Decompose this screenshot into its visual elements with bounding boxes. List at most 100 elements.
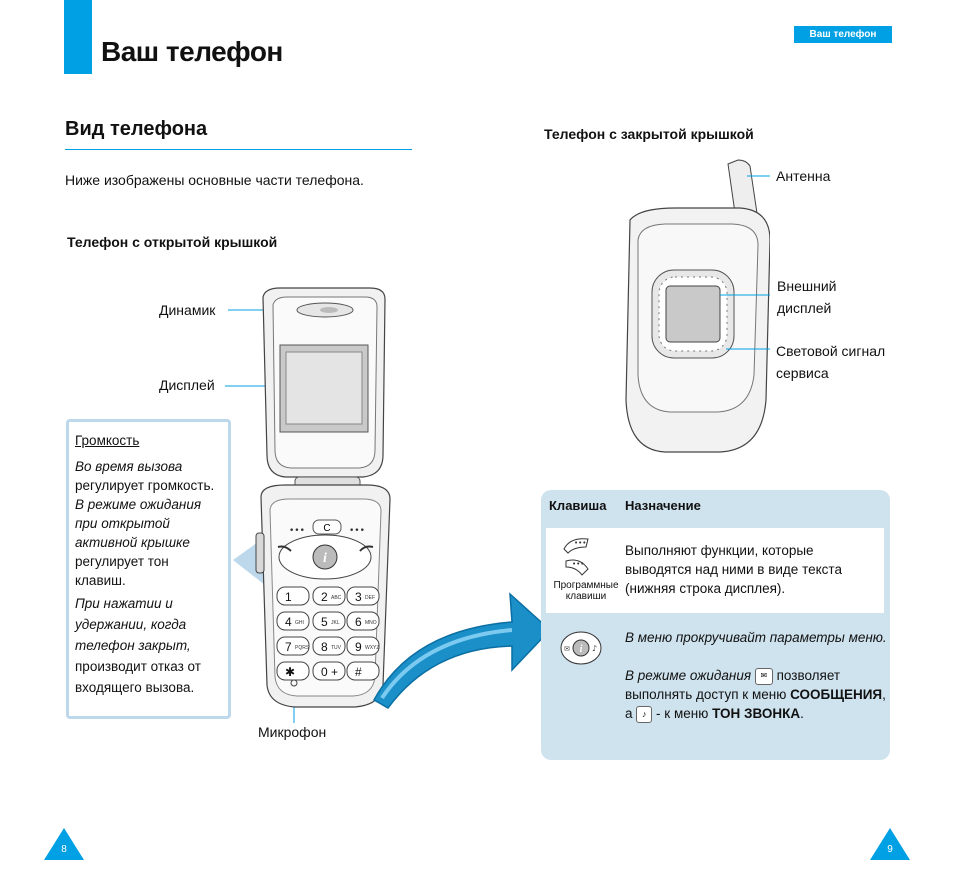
ringtone-key-icon: ♪ [636,705,653,723]
ok-key [312,544,338,570]
soft-desc-line: Выполняют функции, которые [625,543,814,558]
ext-display-label-1: Внешний [777,278,837,294]
keypad-key [276,586,310,606]
keypad-key-label: 2 [321,590,328,604]
clear-key [312,519,342,535]
keypad-key-label: # [355,665,362,679]
soft-desc-line: (нижняя строка дисплея). [625,581,786,596]
side-volume-key [255,532,265,574]
keypad-key [312,586,346,606]
keypad-key [312,636,346,656]
intro-text: Ниже изображены основные части телефона. [65,172,364,188]
soft-desc-line: выводятся над ними в виде текста [625,562,842,577]
send-key-icon [277,545,292,552]
page-number-left: 8 [44,828,84,860]
info-icon: i [580,644,583,655]
antenna [727,159,759,221]
message-icon: ✉ [564,645,570,653]
nav-desc-3-text: выполнять доступ к меню [625,687,787,702]
keypad-key-label: 0 + [321,665,338,679]
end-key-icon [359,545,374,552]
nav-desc-4a: а [625,706,633,721]
volume-line: удержании, когда [75,617,187,632]
section-divider [65,149,412,150]
antenna-label: Антенна [776,168,831,184]
keypad-key-letters: DEF [365,595,375,601]
soft-keys-caption: Программные клавиши [548,580,624,602]
external-display [665,285,721,343]
soft-key-dots: ••• [574,539,586,547]
ext-display-label-2: дисплей [777,300,832,316]
volume-line: регулирует тон [75,554,169,569]
keypad-key [346,586,380,606]
page-number-right: 9 [870,828,910,860]
keypad-key [346,611,380,631]
blue-arrow [372,592,552,709]
nav-desc-3: выполнять доступ к меню СООБЩЕНИЯ, [625,685,886,704]
clear-key-label: C [323,523,330,534]
soft-keys-caption-1: Программные [553,580,619,591]
volume-line: телефон закрыт, [75,638,191,653]
service-light-label-2: сервиса [776,365,829,381]
soft-keys-caption-2: клавиши [565,591,607,602]
messages-menu-name: СООБЩЕНИЯ [790,687,883,702]
main-display [285,351,363,425]
col-purpose-header: Назначение [625,498,701,513]
soft-key-right-icon [565,559,589,576]
open-phone-heading: Телефон с открытой крышкой [67,234,278,250]
volume-line: регулирует громкость. [75,478,215,493]
col-key-header: Клавиша [549,498,607,513]
closed-phone-illustration [625,159,770,453]
keypad-key-letters: ABC [331,595,342,601]
nav-key-center [572,639,590,657]
arrow-shape [372,592,552,709]
speaker-hole [320,307,338,313]
keypad-key [312,611,346,631]
keypad-key-label: 6 [355,615,362,629]
nav-desc-4b: - к меню [656,706,709,721]
arrow-highlight [380,628,513,700]
soft-keys-description: Выполняют функции, которые выводятся над… [625,541,842,598]
microphone-label: Микрофон [258,724,327,740]
volume-line: В режиме ожидания [75,497,202,512]
closed-phone-heading: Телефон с закрытой крышкой [544,126,754,142]
keypad-key-label: 9 [355,640,362,654]
section-title: Вид телефона [65,118,208,140]
keypad-key-label: 1 [285,590,292,604]
soft-keys-icon: ••• ••• [563,538,589,576]
volume-line: при открытой [75,516,170,531]
microphone-hole [290,679,298,687]
keypad-key [276,611,310,631]
page-title: Ваш телефон [101,36,283,67]
volume-title: Громкость [75,433,140,448]
keypad-key [276,636,310,656]
volume-line: входящего вызова. [75,680,195,695]
nav-desc-2b: позволяет [776,668,841,683]
page-number-left-text: 8 [61,844,67,855]
soft-key-dots: ••• [349,526,365,536]
volume-line: активной крышке [75,535,190,550]
title-accent-bar [64,0,92,74]
keypad-key-letters: GHI [295,620,304,626]
volume-info-box: Громкость Во время вызова регулирует гро… [66,419,231,719]
nav-desc-3-end: , [882,687,886,702]
nav-key-icon: i ✉ ♪ [560,631,602,665]
service-light-label-1: Световой сигнал [776,343,886,359]
keypad-key-label: ✱ [285,665,295,679]
soft-key-dots: ••• [572,560,584,568]
volume-line: При нажатии и [75,596,173,611]
volume-line: Во время вызова [75,459,183,474]
soft-keys-row [546,528,884,613]
volume-line: клавиш. [75,573,126,588]
page-triangle-icon [44,828,84,860]
soft-key-left-icon [563,538,589,554]
keypad-key-letters: JKL [331,620,340,626]
soft-key-dots: ••• [289,526,305,536]
keypad-key-letters: MNO [365,620,377,626]
keypad-key [312,661,346,681]
keypad-key-label: 5 [321,615,328,629]
nav-desc-1: В меню прокручивайт параметры меню. [625,630,887,645]
nav-desc-4-end: . [800,706,804,721]
speaker-label: Динамик [159,302,216,318]
keypad-key-label: 4 [285,615,292,629]
